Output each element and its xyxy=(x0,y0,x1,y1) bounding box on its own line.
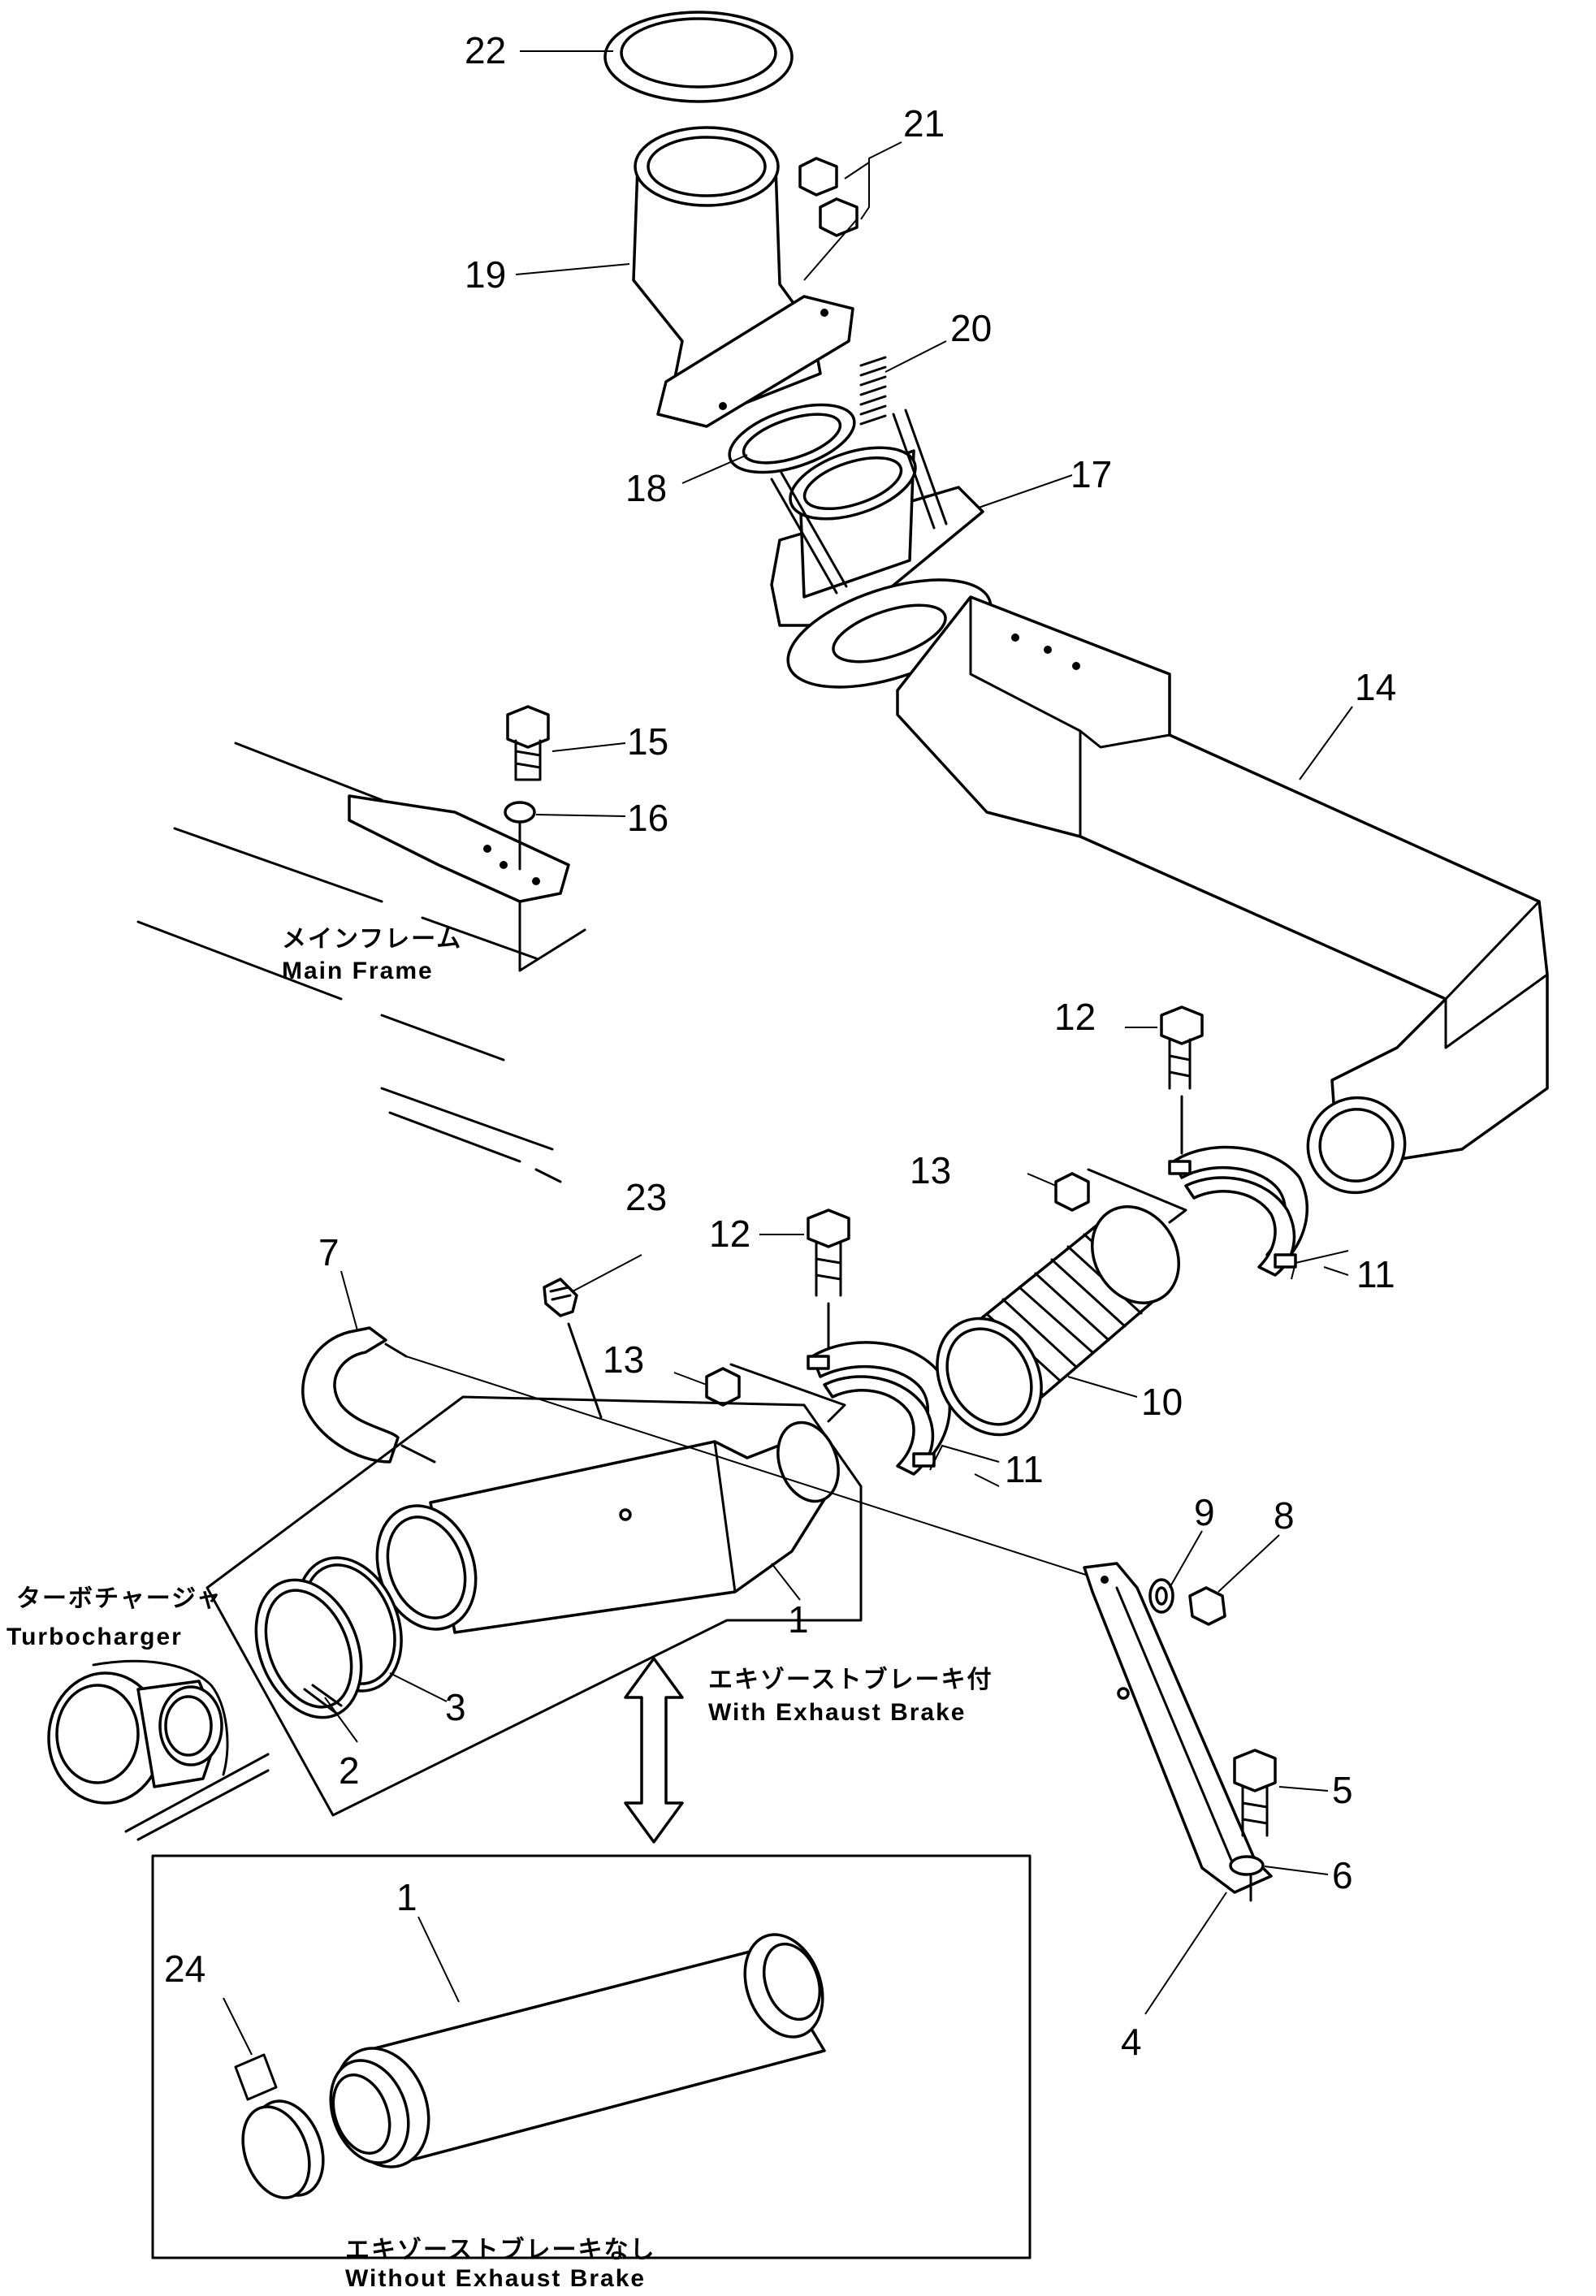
main-frame-label-en: Main Frame xyxy=(282,958,434,984)
part-6-washer xyxy=(1229,1855,1265,1902)
part-23-plug xyxy=(543,1278,603,1419)
part-2-clamp xyxy=(254,1578,363,1719)
main-frame-outline xyxy=(136,742,586,1183)
double-arrow xyxy=(624,1657,684,1844)
callout-7: 7 xyxy=(318,1231,340,1273)
callout-13-lower: 13 xyxy=(603,1338,644,1381)
callout-11-lower: 11 xyxy=(1005,1448,1044,1490)
leader-lines xyxy=(223,50,1353,2056)
part-20-spring xyxy=(859,356,887,426)
callout-numbers: 22 21 19 20 18 17 14 15 16 12 13 11 23 1… xyxy=(164,29,1396,2063)
part-4-bracket xyxy=(1083,1562,1273,1894)
callout-18: 18 xyxy=(625,467,667,509)
without-brake-label-en: Without Exhaust Brake xyxy=(345,2265,646,2292)
callout-8: 8 xyxy=(1274,1494,1295,1537)
with-brake-label-en: With Exhaust Brake xyxy=(708,1699,966,1726)
callout-12-upper: 12 xyxy=(1054,996,1096,1038)
part-18-ring xyxy=(728,403,856,474)
part-22-ring xyxy=(603,11,794,103)
without-brake-label-jp: エキゾーストブレーキなし xyxy=(345,2236,656,2264)
callout-13-upper: 13 xyxy=(910,1149,951,1191)
part-5-bolt xyxy=(1233,1749,1277,1837)
part-1-plain-pipe xyxy=(329,1933,826,2168)
part-8-nut xyxy=(1188,1586,1226,1626)
callout-11-upper: 11 xyxy=(1356,1253,1395,1295)
part-7-strap xyxy=(301,1326,436,1464)
callout-1-upper: 1 xyxy=(788,1598,809,1641)
callout-6: 6 xyxy=(1332,1854,1353,1896)
with-brake-box xyxy=(205,1395,863,1817)
callout-4: 4 xyxy=(1121,2021,1142,2063)
callout-21: 21 xyxy=(903,102,945,145)
part-1-brake-pipe xyxy=(375,1420,840,1634)
turbocharger xyxy=(47,1659,270,1841)
part-12-bolt-lower xyxy=(807,1209,850,1358)
callout-14: 14 xyxy=(1355,666,1396,708)
callout-12-lower: 12 xyxy=(709,1213,750,1255)
callout-3: 3 xyxy=(445,1686,466,1728)
callout-9: 9 xyxy=(1194,1491,1215,1533)
part-9-washer xyxy=(1148,1578,1174,1614)
part-11-clamp-lower xyxy=(807,1341,952,1476)
callout-10: 10 xyxy=(1141,1381,1183,1423)
callout-17: 17 xyxy=(1070,453,1112,495)
with-brake-label-jp: エキゾーストブレーキ付 xyxy=(708,1666,993,1693)
part-15-16-bolt xyxy=(504,705,550,871)
leader-strap xyxy=(405,1356,1089,1576)
callout-2: 2 xyxy=(339,1749,360,1792)
text-labels: メインフレーム Main Frame ターボチャージャ Turbocharger… xyxy=(6,926,993,2292)
callout-20: 20 xyxy=(950,307,992,349)
callout-1-lower: 1 xyxy=(396,1876,417,1918)
part-10-bellows xyxy=(936,1205,1181,1437)
callout-24: 24 xyxy=(164,1948,205,1990)
part-12-bolt-upper xyxy=(1160,1005,1204,1155)
part-14-pipe xyxy=(896,595,1549,1195)
callout-16: 16 xyxy=(627,797,668,839)
part-21-nuts xyxy=(798,157,859,237)
without-brake-box xyxy=(151,1854,1032,2259)
callout-19: 19 xyxy=(465,253,506,296)
callout-15: 15 xyxy=(627,720,668,763)
turbocharger-label-en: Turbocharger xyxy=(6,1624,183,1650)
part-13-nuts xyxy=(705,1168,1187,1423)
callout-23: 23 xyxy=(625,1176,667,1218)
turbocharger-label-jp: ターボチャージャ xyxy=(16,1585,223,1612)
callout-22: 22 xyxy=(465,29,506,71)
main-frame-label-jp: メインフレーム xyxy=(282,926,462,953)
part-24-ring xyxy=(234,2053,325,2199)
part-11-clamp-upper xyxy=(1168,1145,1309,1277)
callout-5: 5 xyxy=(1332,1769,1353,1811)
part-19-elbow xyxy=(632,126,854,428)
